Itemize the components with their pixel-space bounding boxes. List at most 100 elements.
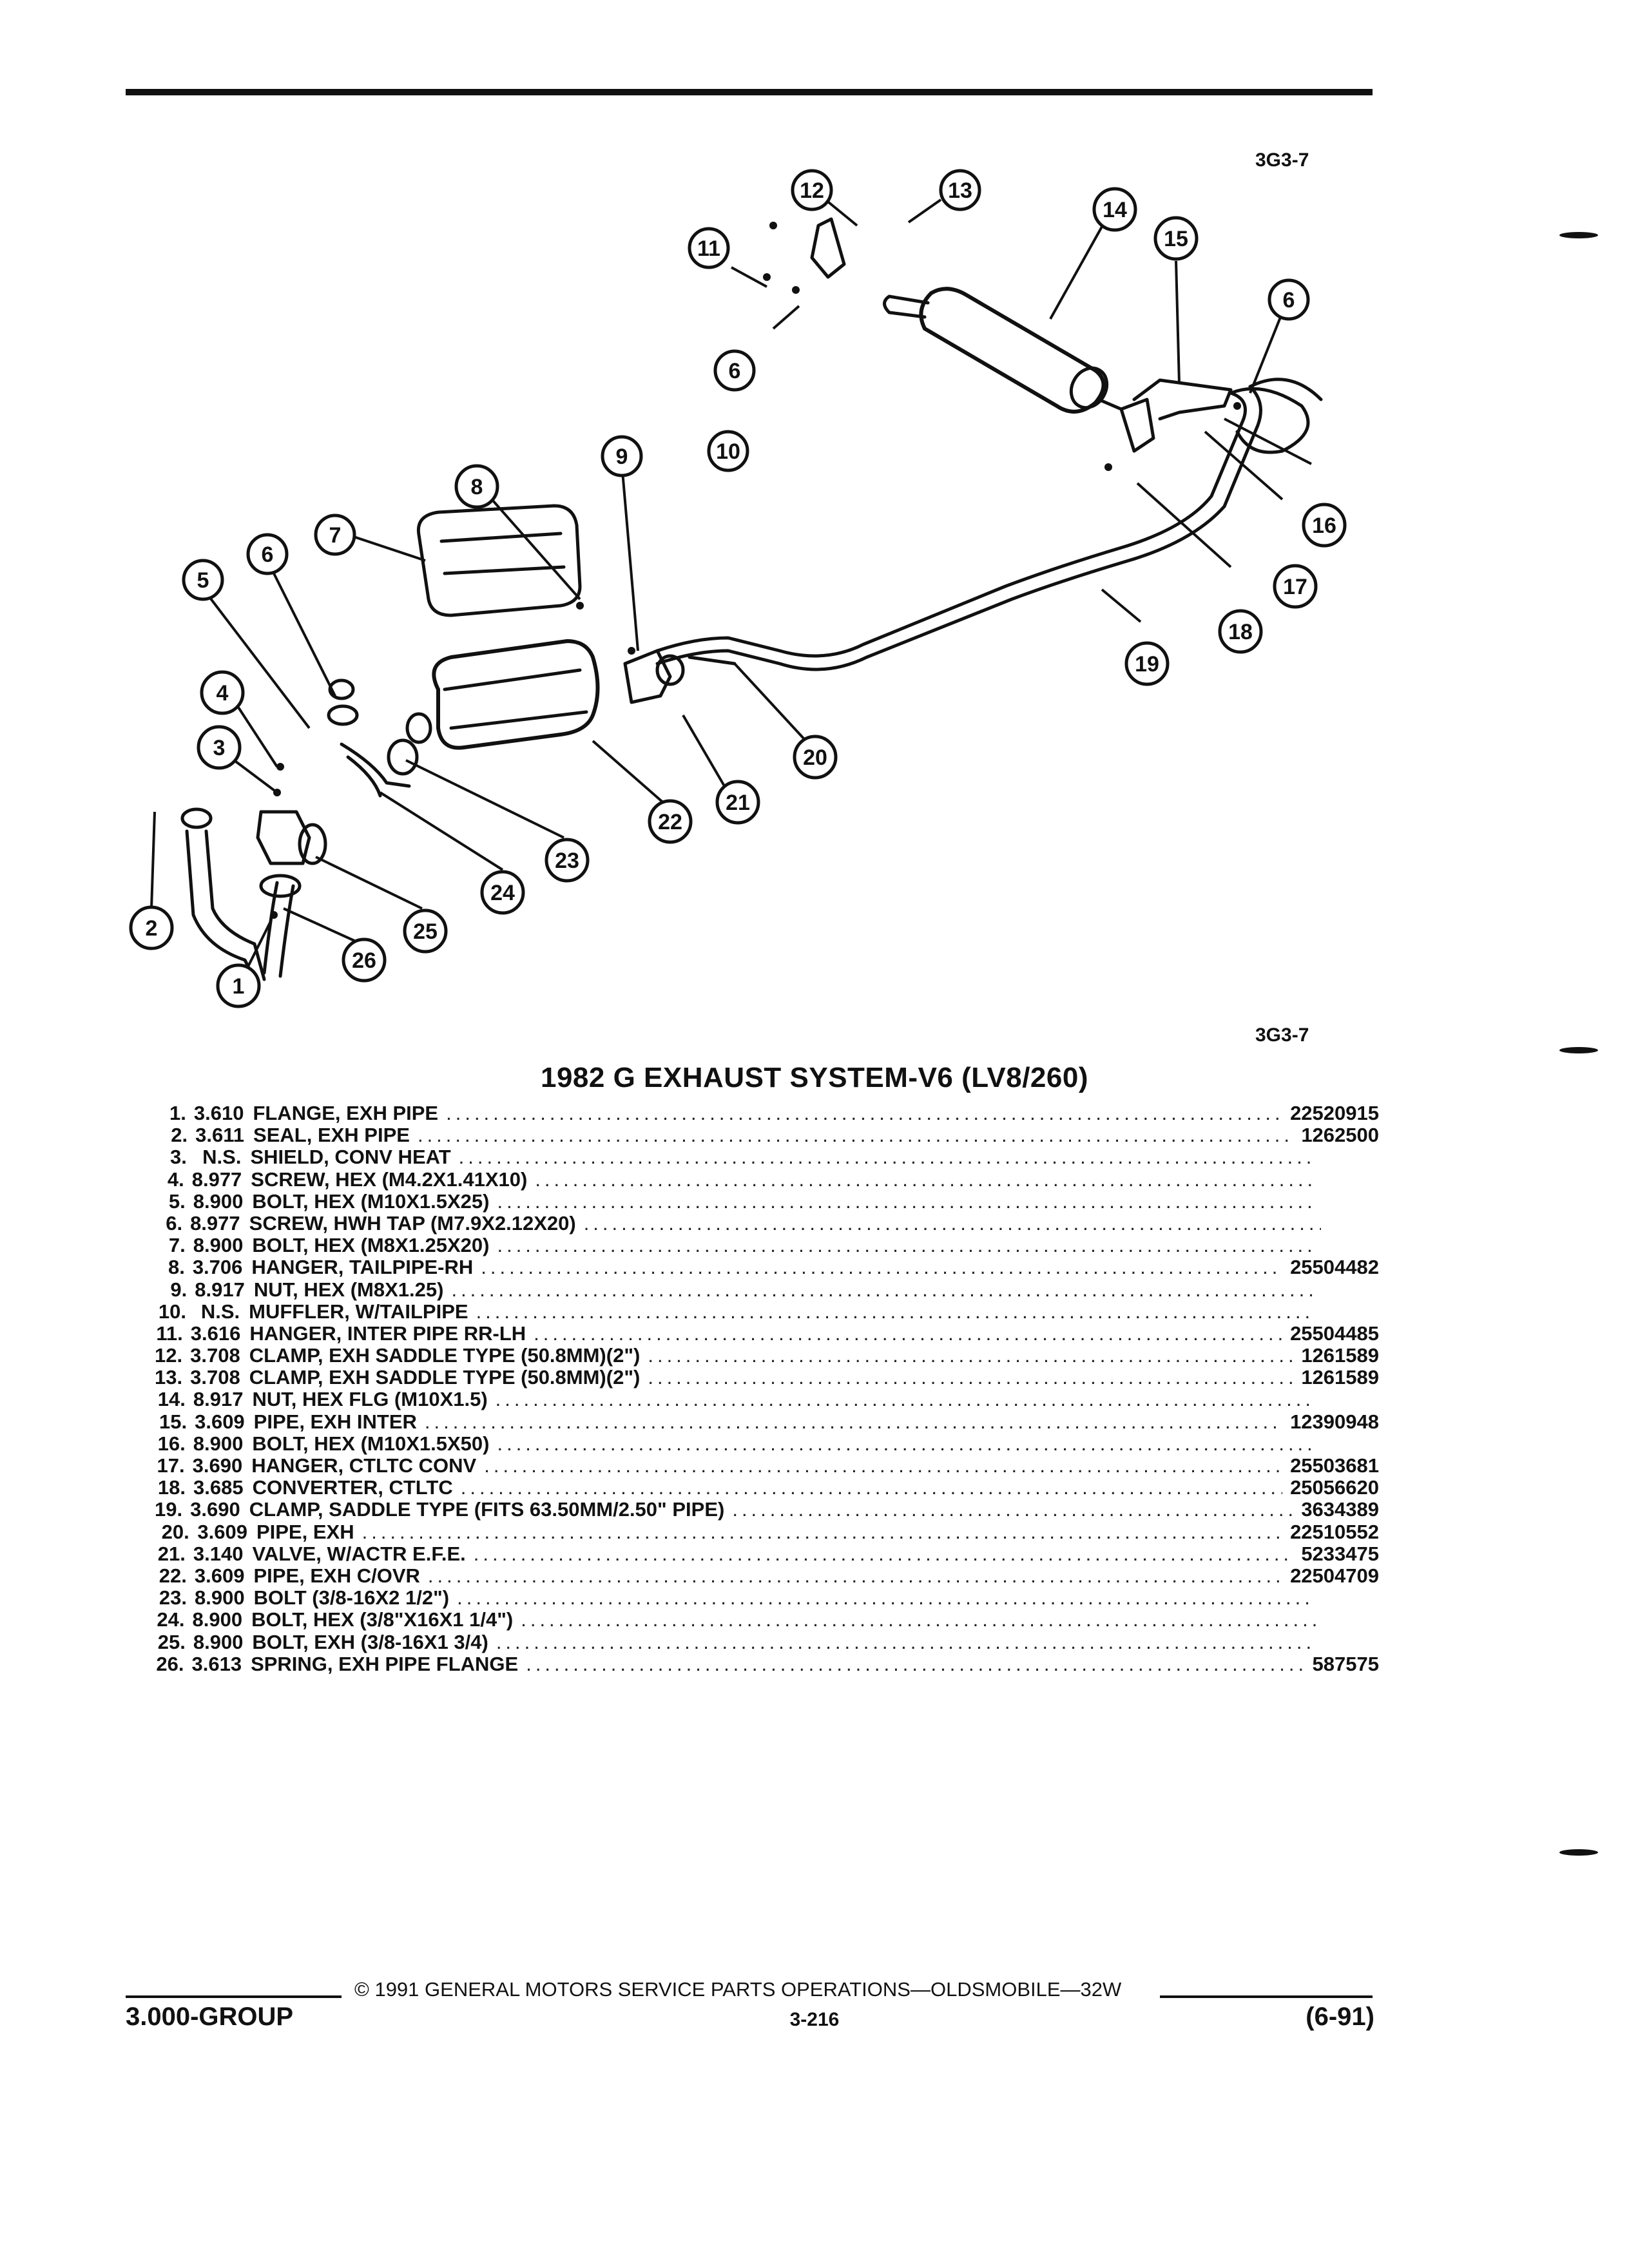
callout-6: 6 [729,359,741,383]
callout-13: 17 [1283,575,1307,599]
part-name: NUT [252,1388,291,1411]
part-name: FLANGE [253,1102,335,1124]
part-description: CLAMP, EXH SADDLE TYPE (50.8MM)(2") [249,1344,641,1367]
callout-2: 6 [262,543,274,567]
exhaust-diagram: 12 13 11 6 14 15 6 16 17 18 19 20 21 22 … [129,169,1347,1008]
callout-7: 11 [697,236,720,261]
part-description: HANGER, TAILPIPE-RH [251,1256,473,1279]
group-number: 3.708 [190,1344,240,1367]
part-detail: , HEX (M8X1.25X20) [303,1234,490,1257]
leader-dots: ........................................… [460,1476,1282,1499]
part-name: SCREW [249,1211,323,1235]
leader-dots: ........................................… [496,1630,1315,1653]
part-number: 25504485 [1290,1321,1379,1345]
group-number: 3.609 [194,1564,245,1587]
item-number: 14. [157,1388,186,1411]
parts-row: 3.N.S.SHIELD, CONV HEAT.................… [155,1146,1379,1168]
group-number: 3.611 [195,1124,245,1147]
callout-1: 5 [197,568,209,593]
group-number: 8.900 [193,1432,244,1455]
part-description: CONVERTER, CTLTC [253,1476,453,1499]
item-number: 17. [157,1454,185,1477]
part-description: SPRING, EXH PIPE FLANGE [251,1653,518,1676]
leader-dots: ........................................… [446,1102,1282,1124]
leader-dots: ........................................… [484,1454,1282,1477]
diagram-callout-labels: 12 13 11 6 14 15 6 16 17 18 19 20 21 22 … [146,178,1336,999]
part-description: MUFFLER, W/TAILPIPE [249,1300,468,1323]
group-number: 8.977 [191,1168,242,1191]
leader-dots: ........................................… [427,1564,1283,1587]
figure-code-bottom: 3G3-7 [1255,1024,1309,1046]
part-detail: , HEX (3/8"X16X1 1/4") [302,1608,514,1631]
part-name: PIPE [253,1564,300,1587]
callout-19: 23 [555,849,579,873]
group-number: 8.917 [195,1278,245,1301]
part-description: PIPE, EXH [256,1521,354,1544]
part-name: HANGER [249,1321,336,1345]
part-description: HANGER, CTLTC CONV [251,1454,476,1477]
part-detail: , EXH C/OVR [299,1564,420,1587]
group-number: 3.685 [193,1476,244,1499]
item-number: 5. [168,1189,186,1213]
part-number: 1261589 [1301,1366,1379,1389]
callout-26: 4 [217,681,229,706]
item-number: 19. [155,1498,183,1521]
part-name: SPRING [251,1652,327,1675]
margin-mark [1559,1849,1598,1856]
item-number: 23. [159,1586,187,1610]
part-detail: , EXH PIPE [306,1124,410,1147]
part-detail: , HEX FLG (M10X1.5) [291,1388,488,1411]
part-number: 22520915 [1290,1102,1379,1124]
item-number: 21. [157,1542,186,1565]
group-number: 8.900 [193,1234,244,1257]
part-description: HANGER, INTER PIPE RR-LH [249,1322,526,1345]
part-detail: , EXH PIPE [334,1102,439,1124]
part-description: CLAMP, SADDLE TYPE (FITS 63.50MM/2.50" P… [249,1498,725,1521]
callout-11: 15 [1164,227,1188,251]
group-number: 3.690 [192,1454,243,1477]
leader-dots: ........................................… [535,1168,1318,1191]
part-name: SEAL [253,1124,307,1147]
item-number: 18. [157,1476,186,1499]
part-number: 22504709 [1290,1564,1379,1587]
page-number: 3-216 [789,2009,840,2030]
margin-mark [1559,232,1598,238]
group-number: 3.609 [195,1410,245,1433]
margin-mark [1559,1047,1598,1053]
group-number: 8.900 [193,1630,244,1653]
part-detail: , TAILPIPE-RH [338,1256,474,1279]
part-description: BOLT, EXH (3/8-16X1 3/4) [252,1631,488,1654]
part-description: BOLT (3/8-16X2 1/2") [254,1586,450,1610]
item-number: 4. [167,1168,184,1191]
part-description: BOLT, HEX (M10X1.5X25) [252,1190,489,1213]
part-number: 25503681 [1290,1454,1379,1477]
item-number: 13. [155,1366,183,1389]
leader-dots: ........................................… [458,1146,1313,1169]
group-number: 8.900 [193,1189,244,1213]
figure-code-top: 3G3-7 [1255,149,1309,171]
part-detail: , CTLTC CONV [338,1454,477,1477]
leader-dots: ........................................… [648,1344,1293,1367]
part-detail: (3/8-16X2 1/2") [306,1586,450,1610]
part-description: PIPE, EXH INTER [254,1410,417,1434]
part-detail: , HEX (M4.2X1.41X10) [323,1168,528,1191]
parts-row: 4. 8.977 SCREW, HEX (M4.2X1.41X10)........… [155,1168,1379,1191]
part-name: CONVERTER [252,1476,378,1499]
part-name: MUFFLER [249,1300,345,1323]
part-detail: , SADDLE TYPE (FITS 63.50MM/2.50" PIPE) [317,1498,725,1521]
item-number: 8. [168,1256,185,1279]
group-number: 8.900 [192,1608,243,1631]
part-name: SCREW [251,1168,324,1191]
leader-dots: ........................................… [457,1586,1313,1610]
part-detail: , HWH TAP (M7.9X2.12X20) [322,1211,576,1235]
